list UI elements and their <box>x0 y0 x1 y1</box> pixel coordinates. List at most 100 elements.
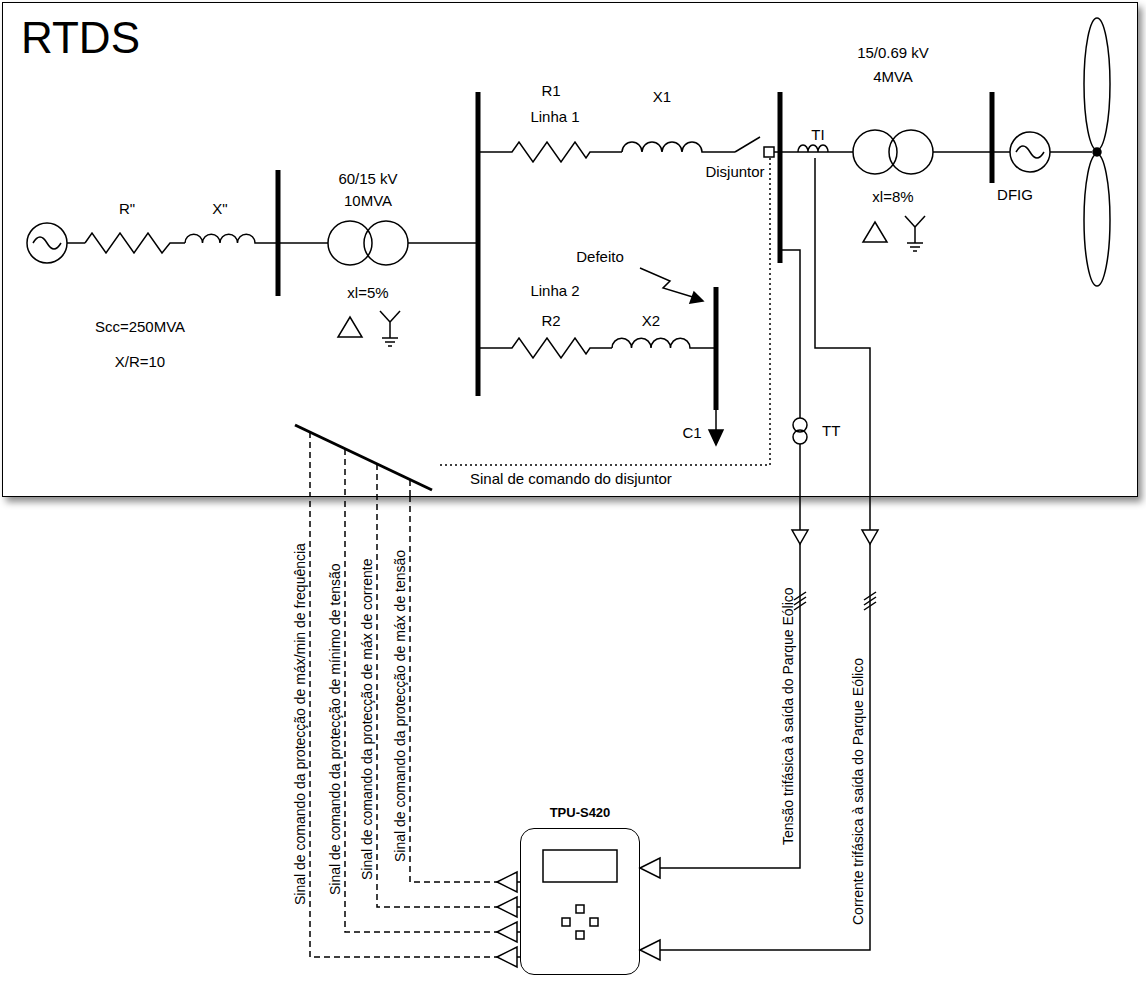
wind-park-side-part <box>905 216 915 227</box>
schematic-label: 10MVA <box>344 192 392 210</box>
grid-source-part <box>67 242 85 244</box>
line-2 <box>478 338 716 358</box>
schematic-label: TT <box>822 422 840 440</box>
bus-bar-part <box>476 92 481 396</box>
load-arrow-part <box>715 410 717 432</box>
transformer-symbol-part <box>328 221 372 265</box>
wind-park-side-part <box>889 130 933 174</box>
bus-bar-part <box>778 92 783 263</box>
resistor-symbol <box>85 233 185 253</box>
command-wiring-part-part <box>344 449 346 497</box>
transformer-symbol-part <box>380 311 390 322</box>
schematic-label: TI <box>811 126 824 144</box>
load-arrow <box>709 410 723 445</box>
transformer-symbol-part <box>385 341 395 343</box>
schematic-label: C1 <box>682 424 701 442</box>
schematic-label: xl=5% <box>347 284 388 302</box>
signal-connector <box>310 497 520 957</box>
wind-park-side-part <box>1016 146 1044 158</box>
schematic-label: X2 <box>642 312 660 330</box>
resistor-symbol-part <box>85 233 185 253</box>
transformer-symbol-part <box>389 322 391 338</box>
port-markers <box>497 530 878 967</box>
signal-connector <box>377 497 520 907</box>
simulator-frame: RTDS <box>2 2 1138 497</box>
port-markers-part <box>497 922 517 942</box>
signal-connector <box>640 497 800 878</box>
port-markers-part <box>497 947 517 967</box>
wind-park-side-part <box>1050 151 1092 153</box>
inductor-symbol-part <box>185 234 278 243</box>
device-name: TPU-S420 <box>521 805 639 821</box>
transformer-symbol-part <box>390 311 400 322</box>
wind-park-side-part <box>798 145 828 152</box>
schematic-label: Defeito <box>576 248 624 266</box>
inductor-symbol <box>185 234 278 243</box>
wind-park-side-part <box>915 216 925 227</box>
schematic-label: Linha 2 <box>530 282 579 300</box>
transformer-symbol-part <box>364 221 408 265</box>
schematic-label: Scc=250MVA <box>95 318 185 336</box>
schematic-label: R2 <box>541 312 560 330</box>
load-arrow-part <box>709 430 723 445</box>
signal-wire <box>345 497 520 932</box>
relay-front-panel-part <box>576 905 584 913</box>
bus-bar <box>278 92 992 410</box>
transformer-symbol-part <box>408 242 478 244</box>
transformer-symbol-part <box>338 317 362 337</box>
three-phase-marks <box>794 592 876 610</box>
command-wiring-part-part <box>409 480 411 497</box>
fault-symbol <box>640 268 703 303</box>
fault-symbol-part <box>690 292 703 303</box>
input-marker <box>640 858 660 878</box>
transformer-symbol-part <box>388 345 392 347</box>
schematic-label: R1 <box>541 82 560 100</box>
port-markers-part <box>862 530 878 544</box>
schematic-label: 60/15 kV <box>338 170 397 188</box>
port-markers-part <box>497 897 517 917</box>
line-1-part <box>774 151 780 153</box>
transformer-symbol <box>278 221 478 346</box>
signal-connector <box>640 497 870 960</box>
schematic-label: X" <box>212 200 227 218</box>
schematic-label: 4MVA <box>873 68 913 86</box>
input-marker <box>640 940 660 960</box>
command-wiring-part <box>440 158 770 465</box>
bus-bar-part <box>990 92 995 183</box>
wind-park-side-part <box>1084 18 1110 150</box>
relay-front-panel-part <box>543 850 617 882</box>
line-2-part <box>612 338 716 348</box>
transformer-symbol-part <box>382 337 398 339</box>
signal-wire <box>640 497 870 950</box>
signal-label: Sinal de comando da protecção de máx de … <box>359 559 376 880</box>
signal-connector <box>410 497 520 882</box>
command-wiring-part-part <box>376 464 378 497</box>
relay-front-panel-part <box>562 918 570 926</box>
grid-source-part <box>33 237 61 249</box>
wind-park-side-part <box>914 227 916 243</box>
measurement-wiring-part <box>815 158 870 497</box>
signal-wire <box>410 497 520 882</box>
wind-park-side-part <box>1084 154 1110 286</box>
schematic-label: R" <box>119 200 135 218</box>
schematic-label: Sinal de comando do disjuntor <box>470 470 672 488</box>
wind-park-side <box>780 18 1110 286</box>
wind-park-side-part <box>907 242 923 244</box>
line-2-part <box>478 338 612 358</box>
line-1 <box>478 137 780 162</box>
schematic-label: X1 <box>653 88 671 106</box>
relay-front-panel-part <box>590 918 598 926</box>
signal-connector <box>345 497 520 932</box>
wind-park-side-part <box>1010 132 1050 172</box>
relay-front-panel <box>543 850 617 939</box>
signal-label: Sinal de comando da protecção de máx/min… <box>292 543 309 905</box>
bus-bar-part <box>276 170 281 296</box>
line-1-part <box>478 142 622 162</box>
fault-symbol-part <box>640 268 696 298</box>
wind-park-side-part <box>780 151 853 153</box>
frame-title: RTDS <box>21 13 140 63</box>
command-wiring-part <box>295 425 432 490</box>
wind-park-side-part <box>1093 148 1101 156</box>
